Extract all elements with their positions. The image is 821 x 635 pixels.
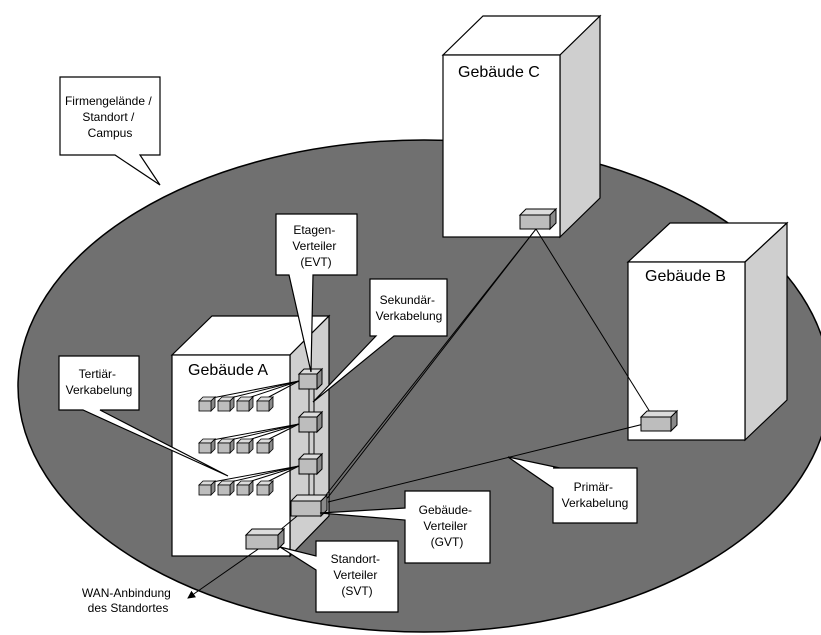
building-b-label: Gebäude B <box>645 268 726 285</box>
workstation <box>198 480 216 496</box>
callout-floor-distributor: Etagen- Verteiler (EVT) <box>275 213 358 373</box>
callout-building-distributor: Gebäude- Verteiler (GVT) <box>319 490 491 564</box>
tertiary-link <box>206 465 300 484</box>
svg-text:Etagen- Verteiler: Etagen- Verteiler (EVT) <box>292 223 339 269</box>
building-distributor-line1: Gebäude- <box>419 503 472 517</box>
svg-text:Tertiär- Verkabelung: Tertiär- Verkabelung <box>66 367 133 397</box>
tertiary-link <box>206 380 300 400</box>
workstation <box>236 480 254 496</box>
building-c: Gebäude C <box>441 14 602 239</box>
workstation <box>256 480 274 496</box>
tertiary-link <box>244 423 300 442</box>
workstation <box>198 438 216 454</box>
primary-cabling-line1: Primär- <box>574 480 613 494</box>
site-distributor-line1: Standort- <box>331 552 380 566</box>
building-distributor-line3: (GVT) <box>431 535 464 549</box>
svg-text:Sekundär- Verkabelung: Sekundär- Verkabelung <box>376 293 443 323</box>
floor-distributor-line3: (EVT) <box>300 255 331 269</box>
workstation <box>217 480 235 496</box>
wan-label: WAN-Anbindung des Standortes <box>82 586 174 615</box>
riser-cable <box>308 388 315 497</box>
primary-cabling-line2: Verkabelung <box>562 496 629 510</box>
callout-site-distributor: Standort- Verteiler (SVT) <box>279 540 399 613</box>
building-b: Gebäude B <box>626 221 789 442</box>
building-a: Gebäude A <box>170 314 331 558</box>
callout-primary-cabling: Primär- Verkabelung <box>507 456 638 524</box>
floor-distributor-line1: Etagen- <box>293 223 335 237</box>
tertiary-link <box>264 465 300 484</box>
floor-distributor-line2: Verteiler <box>292 239 336 253</box>
building-distributor-line2: Verteiler <box>423 519 467 533</box>
floor-distributor-1 <box>297 367 324 391</box>
campus-label-line2: Standort / <box>82 110 135 124</box>
callout-secondary-cabling: Sekundär- Verkabelung <box>312 278 448 403</box>
tertiary-link <box>244 380 300 400</box>
tertiary-link <box>225 380 300 400</box>
tertiary-link <box>225 465 300 484</box>
tertiary-link <box>225 423 300 442</box>
svg-text:Primär- Verkabelung: Primär- Verkabelung <box>562 480 629 510</box>
site-distributor-line3: (SVT) <box>341 584 372 598</box>
svg-text:Firmengelände / Standort: Firmengelände / Standort / Campus <box>65 94 155 140</box>
tertiary-link <box>244 465 300 484</box>
wan-label-line2: des Standortes <box>88 601 169 615</box>
building-c-distributor-device <box>518 207 558 231</box>
wan-label-line1: WAN-Anbindung <box>82 586 171 600</box>
tertiary-link <box>264 380 300 400</box>
tertiary-cabling-line2: Verkabelung <box>66 383 133 397</box>
tertiary-cabling-line1: Tertiär- <box>79 367 116 381</box>
floor-distributor-2 <box>297 410 324 434</box>
floor-distributor-3 <box>297 452 324 476</box>
workstation <box>236 396 254 412</box>
workstation <box>236 438 254 454</box>
campus-label-line1: Firmengelände / <box>65 94 152 108</box>
site-distributor-line2: Verteiler <box>333 568 377 582</box>
building-b-distributor-device <box>639 409 679 433</box>
callout-campus: Firmengelände / Standort / Campus <box>59 76 161 186</box>
building-a-label: Gebäude A <box>188 362 268 379</box>
svg-text:Gebäude- Verteiler: Gebäude- Verteiler (GVT) <box>419 503 476 549</box>
svg-text:Standort- Verteiler: Standort- Verteiler (SVT) <box>331 552 384 598</box>
tertiary-link <box>206 423 300 442</box>
building-c-label: Gebäude C <box>458 64 540 81</box>
secondary-cabling-line2: Verkabelung <box>376 309 443 323</box>
site-distributor-device <box>244 527 286 551</box>
tertiary-link <box>264 423 300 442</box>
workstation <box>256 396 274 412</box>
secondary-cabling-line1: Sekundär- <box>380 293 435 307</box>
workstation <box>198 396 216 412</box>
callout-tertiary-cabling: Tertiär- Verkabelung <box>58 355 229 477</box>
campus-label-line3: Campus <box>88 126 133 140</box>
workstation <box>217 396 235 412</box>
building-distributor-device <box>289 493 329 518</box>
workstation <box>217 438 235 454</box>
workstation <box>256 438 274 454</box>
workstations-group <box>198 380 300 496</box>
